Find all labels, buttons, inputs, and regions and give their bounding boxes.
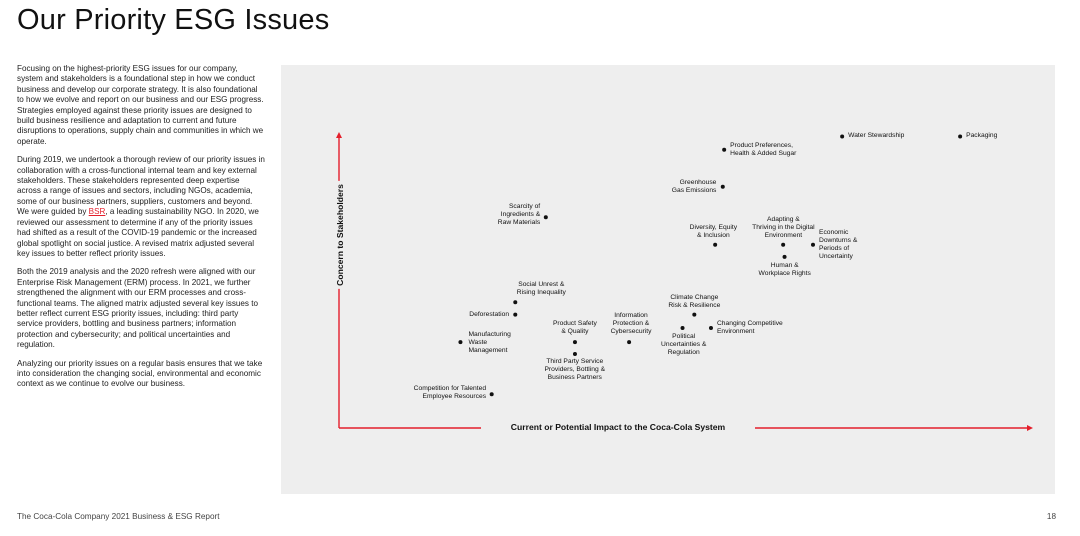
intro-p2-text-a: During 2019, we undertook a thorough rev… bbox=[17, 155, 265, 217]
data-point bbox=[513, 312, 518, 317]
data-point-label: Diversity, Equity & Inclusion bbox=[689, 223, 738, 239]
data-point-label: Human & Workplace Rights bbox=[758, 261, 811, 277]
data-point-label: Product Preferences, Health & Added Suga… bbox=[730, 141, 797, 157]
intro-paragraph-4: Analyzing our priority issues on a regul… bbox=[17, 358, 263, 389]
page-number: 18 bbox=[1046, 512, 1056, 521]
footer-report-name: The Coca-Cola Company 2021 Business & ES… bbox=[17, 512, 220, 521]
data-point-label: Deforestation bbox=[469, 310, 510, 318]
page-title: Our Priority ESG Issues bbox=[17, 4, 330, 36]
data-point-label: Packaging bbox=[966, 132, 998, 140]
data-point-label: Changing Competitive Environment bbox=[716, 319, 783, 335]
data-point-label: Adapting & Thriving in the Digital Envir… bbox=[752, 215, 815, 239]
data-point bbox=[692, 312, 697, 317]
y-axis-title: Concern to Stakeholders bbox=[335, 181, 345, 289]
data-point-label: Product Safety & Quality bbox=[552, 320, 597, 336]
intro-text: Focusing on the highest-priority ESG iss… bbox=[17, 64, 265, 398]
data-point bbox=[720, 184, 725, 189]
data-point bbox=[458, 340, 463, 345]
data-point bbox=[722, 147, 727, 152]
data-point-label: Political Uncertainties & Regulation bbox=[661, 332, 707, 356]
data-point bbox=[708, 325, 713, 330]
data-point bbox=[489, 392, 494, 397]
data-point bbox=[958, 134, 963, 139]
data-point-label: Economic Downturns & Periods of Uncertai… bbox=[819, 228, 858, 260]
x-axis-arrowhead bbox=[1027, 425, 1033, 431]
intro-paragraph-1: Focusing on the highest-priority ESG iss… bbox=[17, 64, 264, 146]
data-point bbox=[572, 352, 577, 356]
bsr-link[interactable]: BSR bbox=[88, 207, 106, 217]
data-point-label: Social Unrest & Rising Inequality bbox=[516, 281, 566, 297]
data-point bbox=[680, 325, 685, 330]
data-point bbox=[781, 242, 786, 247]
x-axis-title: Current or Potential Impact to the Coca-… bbox=[481, 422, 755, 432]
data-point bbox=[782, 254, 787, 259]
intro-paragraph-2: During 2019, we undertook a thorough rev… bbox=[17, 155, 265, 259]
data-point-label: Manufacturing Waste Management bbox=[468, 331, 511, 355]
data-point-label: Competition for Talented Employee Resour… bbox=[413, 385, 487, 401]
data-point-label: Climate Change Risk & Resilience bbox=[668, 293, 721, 309]
data-point-label: Information Protection & Cybersecurity bbox=[610, 312, 652, 336]
data-point-label: Greenhouse Gas Emissions bbox=[671, 178, 717, 194]
data-point bbox=[811, 242, 816, 247]
data-point bbox=[543, 215, 548, 220]
data-point-label: Third Party Service Providers, Bottling … bbox=[544, 358, 606, 381]
intro-p2-text-b: , a leading sustainability NGO. In 2020,… bbox=[17, 207, 259, 258]
y-axis-arrowhead bbox=[336, 132, 342, 138]
data-point-label: Scarcity of Ingredients & Raw Materials bbox=[497, 203, 541, 227]
data-point bbox=[513, 300, 518, 305]
data-point bbox=[713, 242, 718, 247]
data-point bbox=[627, 340, 632, 345]
data-point-label: Water Stewardship bbox=[848, 132, 905, 140]
priority-matrix-chart: Concern to Stakeholders Current or Poten… bbox=[281, 65, 1055, 494]
data-point bbox=[840, 134, 845, 139]
data-point bbox=[572, 340, 577, 345]
intro-paragraph-3: Both the 2019 analysis and the 2020 refr… bbox=[17, 267, 259, 350]
